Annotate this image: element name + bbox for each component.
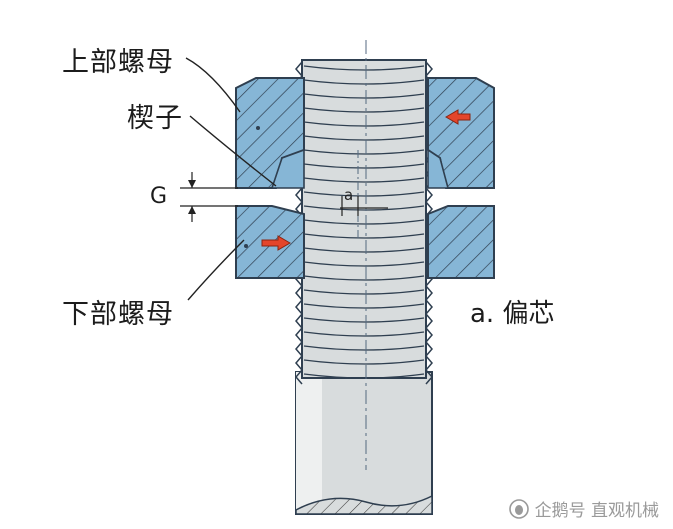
upper-nut [235, 77, 495, 189]
red-arrow-icon [445, 109, 471, 125]
eccentric-mark-label: a [344, 186, 354, 204]
lower-nut [235, 205, 495, 279]
upper-nut-wedge-right [427, 148, 450, 189]
upper-nut-wedge-left [270, 148, 305, 189]
gap-dimension [180, 172, 238, 222]
watermark: 企鹅号 直观机械 [508, 496, 659, 521]
eccentric-dimension [340, 196, 388, 216]
lower-nut-label: 下部螺母 [62, 299, 174, 330]
watermark-text: 企鹅号 直观机械 [534, 501, 659, 521]
leader-lines [185, 57, 277, 301]
wedge-label: 楔子 [127, 103, 183, 134]
gap-label: G [150, 184, 168, 209]
eccentric-label: a. 偏芯 [470, 299, 555, 329]
red-arrow-icon [261, 235, 291, 251]
bolt-shank [295, 371, 433, 515]
bolt-thread [295, 59, 433, 385]
upper-nut-label: 上部螺母 [62, 47, 174, 78]
penguin-logo-icon [508, 498, 529, 519]
